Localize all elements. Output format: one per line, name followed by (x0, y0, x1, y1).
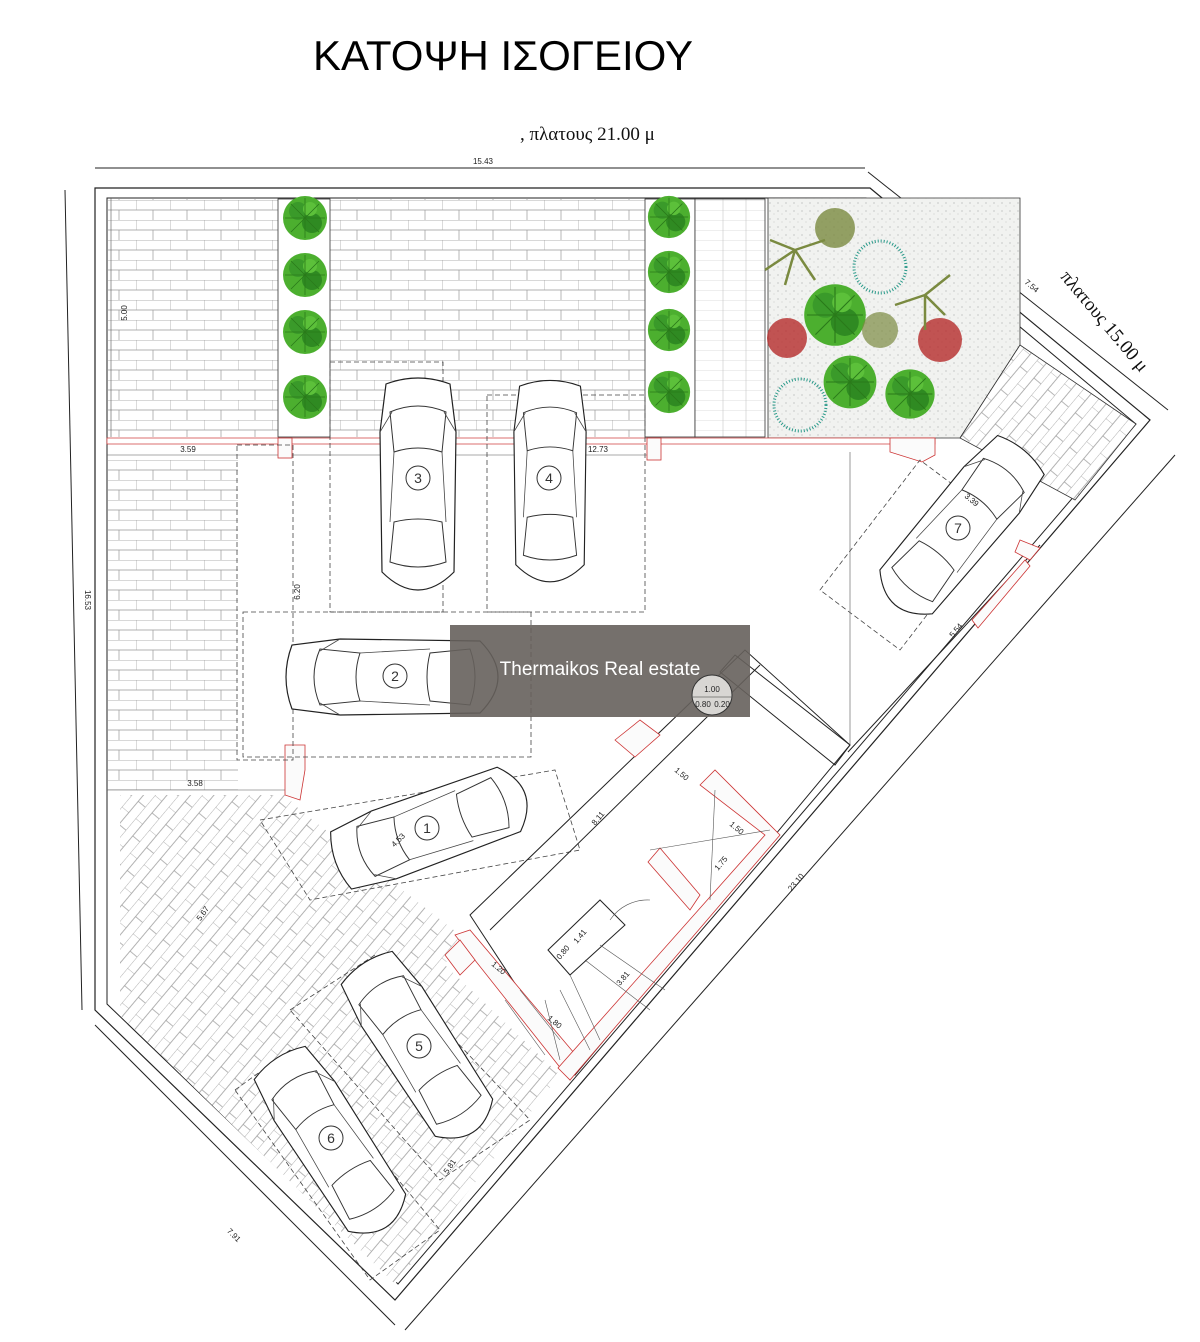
dim-left-height: 16.53 (83, 590, 92, 611)
dimension-line-left (64, 189, 83, 1011)
svg-text:7.54: 7.54 (1023, 278, 1041, 295)
parking-spot-5: 5 (332, 942, 505, 1153)
paving-top-left (108, 199, 278, 437)
shrub-red (767, 318, 807, 358)
column (1014, 539, 1041, 561)
column (284, 744, 306, 801)
dimension-line-bottom (94, 1024, 396, 1326)
lot-inner-boundary (106, 197, 1137, 1285)
street-top-label: , πλατους 21.00 μ (520, 124, 655, 145)
shrub-teal (772, 377, 828, 433)
dim-front-line: 12.73 (588, 445, 609, 454)
wall (971, 559, 1031, 629)
bay-5 (289, 954, 531, 1181)
paving-left (108, 460, 238, 790)
palms (764, 238, 951, 330)
shrub-teal (852, 239, 908, 295)
svg-text:1: 1 (423, 820, 431, 836)
svg-text:7: 7 (954, 520, 962, 536)
lift-dim-a: 1.00 (704, 685, 720, 694)
shrub-red (918, 318, 962, 362)
stair-landing (547, 899, 626, 976)
parking-spot-1: 1 (322, 759, 538, 897)
svg-text:23.10: 23.10 (786, 871, 806, 893)
svg-text:Thermaikos Real estate: Thermaikos Real estate (500, 659, 701, 680)
bay-6 (234, 1049, 441, 1281)
shrub-palm (862, 312, 898, 348)
svg-text:3: 3 (414, 470, 422, 486)
parking-spot-7: 7 (866, 426, 1053, 629)
svg-text:6: 6 (327, 1130, 335, 1146)
wall (444, 939, 476, 976)
walkway (694, 198, 766, 438)
bay-2-side (236, 444, 294, 761)
trees (282, 195, 962, 433)
building-core (444, 452, 1041, 1081)
shrub-palm (815, 208, 855, 248)
wall (647, 847, 701, 911)
svg-text:4: 4 (545, 470, 553, 486)
parking-spot-3: 3 (379, 377, 457, 591)
svg-text:2: 2 (391, 668, 399, 684)
parking-spot-6: 6 (245, 1037, 418, 1248)
parking-spot-4: 4 (513, 379, 587, 583)
stair-steps (544, 899, 666, 1061)
paving-top-center (330, 199, 645, 437)
plan-title: ΚΑΤΟΨΗ ΙΣΟΓΕΙΟΥ (313, 32, 693, 79)
svg-text:5: 5 (415, 1038, 423, 1054)
dim-left-offset: 3.59 (180, 445, 196, 454)
dimension-line-right-diag (404, 454, 1176, 1331)
lift-dim-c: 0.20 (714, 700, 730, 709)
bay-3 (329, 361, 444, 613)
lift-dim-b: 0.80 (695, 700, 711, 709)
paving-bottom (120, 795, 560, 1284)
dim-spot2-depth: 6.20 (293, 584, 302, 600)
wall (614, 719, 661, 758)
wall (557, 769, 781, 1081)
parking-spot-2: 2 (285, 638, 499, 716)
column (646, 437, 662, 461)
lift-marker: 1.00 0.80 0.20 (691, 674, 733, 716)
dim-top-width: 15.43 (473, 157, 494, 166)
bay-1 (259, 769, 581, 901)
bay-4 (486, 394, 646, 613)
column (277, 437, 293, 459)
dim-left-offset-lower: 3.58 (187, 779, 203, 788)
dim-top-depth: 5.00 (120, 305, 129, 321)
svg-text:7.91: 7.91 (225, 1227, 243, 1245)
column (889, 437, 936, 463)
